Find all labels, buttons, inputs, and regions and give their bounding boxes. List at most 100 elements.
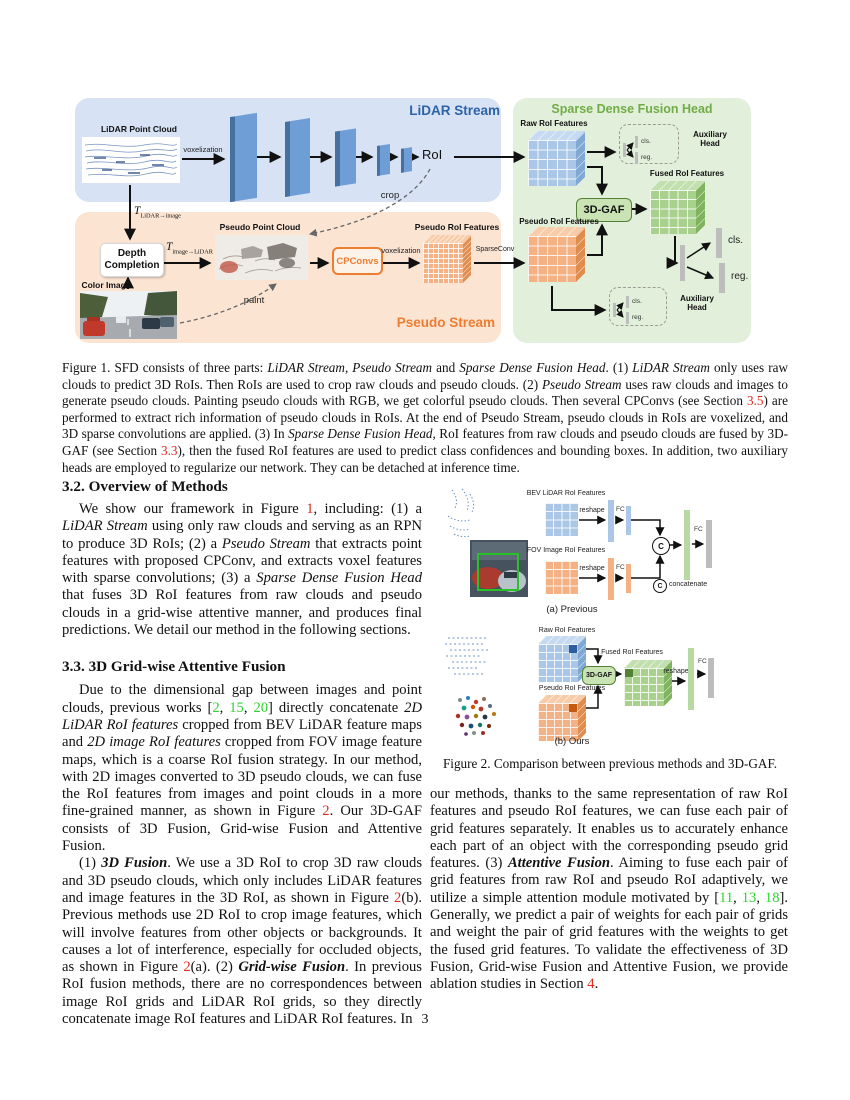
citation-link[interactable]: 2 <box>212 699 220 716</box>
pseudo-roi-features-label-1: Pseudo RoI Features <box>414 222 500 232</box>
bev-roi-square <box>545 503 578 536</box>
citation-link[interactable]: 11 <box>719 889 734 906</box>
text-segment: ] directly concatenate <box>268 699 405 716</box>
cls-output-bar <box>716 228 722 258</box>
text-segment: We show our framework in Figure <box>79 501 307 517</box>
text-segment: . Aiming to fuse each pair of grid featu… <box>430 855 788 906</box>
text-segment: ) are performed to extract rich informat… <box>62 393 789 442</box>
raw-grid-cell <box>569 645 577 653</box>
section-ref[interactable]: 1 <box>306 501 314 517</box>
text-segment: uses raw clouds and images to generate p… <box>62 376 788 409</box>
text-segment: , including: (1) a <box>313 501 422 517</box>
auxiliary-head-label-1: Auxiliary Head <box>678 130 742 148</box>
fused-feature-bar-b <box>688 648 694 710</box>
section-ref[interactable]: 3.3 <box>161 442 178 458</box>
depth-line1: Depth <box>117 247 147 259</box>
head-feature-bar <box>680 245 685 281</box>
fc-bar-orange-2 <box>626 564 631 593</box>
section-ref[interactable]: 2 <box>183 959 191 976</box>
text-segment: , <box>756 889 765 906</box>
page-number: 3 <box>421 1012 429 1027</box>
text-segment: Grid-wise Fusion <box>238 959 346 976</box>
fc-bar-blue-1 <box>608 500 614 542</box>
text-segment: . Our 3D-GAF consists of 3D Fusion, Grid… <box>62 803 422 855</box>
text-segment: , <box>733 889 742 906</box>
conv-plate-1 <box>230 112 257 203</box>
t-image-to-lidar-sub: image→LiDAR <box>172 248 213 256</box>
citation-link[interactable]: 15 <box>229 699 244 716</box>
text-segment: only uses raw clouds to predict 3D RoIs.… <box>62 360 788 392</box>
sparseconv-label: SparseConv <box>475 246 515 253</box>
auxiliary-head-box-1 <box>619 124 679 164</box>
text-segment: 3D Fusion <box>101 855 168 872</box>
text-segment: Figure 1. SFD consists of three parts: <box>62 360 268 375</box>
fov-image-roi-label: FOV Image RoI Features <box>526 547 606 554</box>
pseudo-point-cloud-label: Pseudo Point Cloud <box>219 222 301 232</box>
section-3-2-heading: 3.2. Overview of Methods <box>62 478 228 495</box>
aux2-reg-label: reg. <box>632 314 644 321</box>
t-lidar-to-image-sub: LiDAR→image <box>140 212 181 220</box>
t-lidar-to-image-label: TLiDAR→image <box>134 205 181 219</box>
text-segment: LiDAR Stream <box>632 360 710 375</box>
section-ref[interactable]: 4 <box>587 976 595 993</box>
pseudo-roi-features-label-2: Pseudo RoI Features <box>519 217 599 226</box>
t-symbol: T <box>134 205 141 217</box>
conv-plate-5 <box>401 147 412 173</box>
text-segment: Due to the dimensional gap between image… <box>62 682 422 716</box>
fused-roi-label-b: Fused RoI Features <box>601 649 663 656</box>
figure2-arrows <box>579 515 707 709</box>
text-segment: LiDAR Stream <box>267 360 345 375</box>
voxelization-label-1: voxelization <box>183 145 223 154</box>
color-image-photo <box>80 291 177 339</box>
figure-2-caption: Figure 2. Comparison between previous me… <box>442 756 778 771</box>
reg-label: reg. <box>731 271 749 282</box>
paragraph-overview: We show our framework in Figure 1, inclu… <box>62 501 422 639</box>
text-segment: (1) <box>79 855 102 872</box>
reshape-label-a2: reshape <box>579 565 605 572</box>
text-segment: 2D LiDAR RoI features <box>62 699 422 733</box>
depth-completion-box: Depth Completion <box>100 243 164 277</box>
section-ref[interactable]: 2 <box>322 803 330 820</box>
t-symbol: T <box>166 241 173 253</box>
voxelization-label-2: voxelization <box>381 246 421 255</box>
section-3-3-heading: 3.3. 3D Grid-wise Attentive Fusion <box>62 658 286 676</box>
lidar-sketch-b <box>445 637 490 675</box>
text-segment: . (1) <box>605 360 633 375</box>
text-segment: Pseudo Stream <box>542 376 622 392</box>
t-image-to-lidar-label: Timage→LiDAR <box>166 241 213 255</box>
text-segment: (a). (2) <box>190 959 239 976</box>
gaf-box: 3D-GAF <box>576 198 632 222</box>
pseudo-stream-title: Pseudo Stream <box>396 315 495 330</box>
section-ref[interactable]: 2 <box>394 889 402 906</box>
figure-2: BEV LiDAR RoI Features reshape FC FOV Im… <box>432 482 788 752</box>
fc-label-a1: FC <box>616 506 625 513</box>
aux2-feature-bar <box>613 303 616 317</box>
aux1-cls-label: cls. <box>641 138 651 145</box>
text-segment: and <box>432 360 460 375</box>
text-segment: LiDAR Stream <box>62 518 148 535</box>
conv-plate-2 <box>285 118 310 197</box>
text-segment: , <box>344 360 353 375</box>
fc-bar-blue-2 <box>626 506 631 535</box>
conv-plate-3 <box>335 128 356 187</box>
text-segment: ]. Generally, we predict a pair of weigh… <box>430 889 789 993</box>
fov-roi-square <box>545 561 578 594</box>
text-segment: , <box>219 699 230 716</box>
aux2-cls-bar <box>626 296 629 308</box>
fc-bar-orange-1 <box>608 558 614 600</box>
citation-link[interactable]: 18 <box>764 889 780 906</box>
text-segment: ), then the fused RoI features are used … <box>62 442 788 475</box>
aux2-reg-bar <box>626 312 629 324</box>
crop-label: crop <box>380 190 400 201</box>
section-ref[interactable]: 3.5 <box>747 393 764 409</box>
aux1-feature-bar <box>623 143 626 157</box>
text-segment: (b). Previous methods use 2D RoI to crop… <box>62 889 422 976</box>
text-segment: . <box>594 976 599 993</box>
lidar-point-cloud-label: LiDAR Point Cloud <box>100 124 177 134</box>
reshape-label-a1: reshape <box>579 507 605 514</box>
aux-head-line1: Auxiliary <box>693 130 727 139</box>
citation-link[interactable]: 13 <box>741 889 757 906</box>
text-segment: , <box>243 699 254 716</box>
citation-link[interactable]: 20 <box>253 699 269 716</box>
